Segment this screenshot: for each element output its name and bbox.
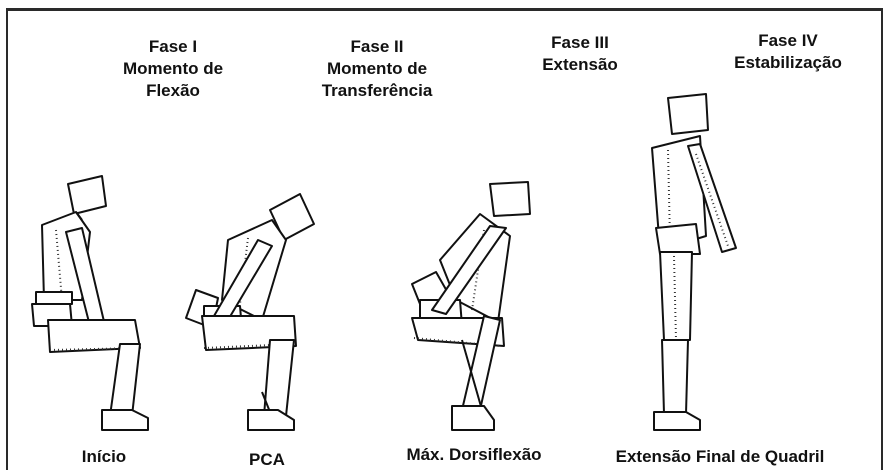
caption-pca: PCA — [249, 450, 285, 469]
phase-2-line-1: Momento de — [326, 59, 428, 78]
phase-4-line-1: Estabilização — [734, 53, 842, 72]
phase-1-title: Fase I — [148, 37, 198, 56]
diagram-frame — [6, 8, 883, 470]
phase-1-line-2: Flexão — [146, 81, 200, 100]
phase-2-line-2: Transferência — [321, 81, 433, 100]
caption-inicio: Início — [81, 447, 127, 466]
phase-1-heading: Fase I Momento de Flexão — [113, 36, 233, 102]
figure-extensao-final — [651, 93, 737, 431]
phase-2-heading: Fase II Momento de Transferência — [302, 36, 452, 102]
phase-3-title: Fase III — [551, 33, 609, 52]
caption-max-dorsiflexao: Máx. Dorsiflexão — [406, 445, 542, 464]
phase-1-line-1: Momento de — [122, 59, 224, 78]
figure-inicio — [31, 175, 149, 431]
phase-4-heading: Fase IV Estabilização — [718, 30, 858, 74]
phase-3-heading: Fase III Extensão — [530, 32, 630, 76]
caption-extensao-final-quadril: Extensão Final de Quadril — [615, 447, 825, 466]
phase-2-title: Fase II — [350, 37, 404, 56]
phase-3-line-1: Extensão — [542, 55, 618, 74]
figure-max-dorsiflexao — [411, 181, 531, 431]
phase-4-title: Fase IV — [758, 31, 818, 50]
figure-pca — [185, 193, 315, 431]
